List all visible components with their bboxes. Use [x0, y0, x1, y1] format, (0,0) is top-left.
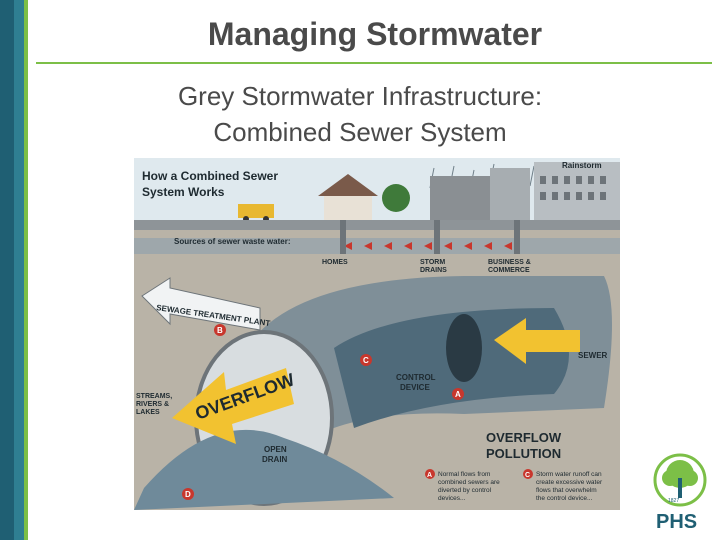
- slide-title: Managing Stormwater: [207, 16, 543, 52]
- note-c-line-3: flows that overwhelm: [536, 487, 597, 494]
- open-drain-label-2: DRAIN: [262, 455, 288, 464]
- overflow-water: [134, 429, 394, 510]
- note-a: A Normal flows from combined sewers are …: [425, 469, 500, 502]
- slide-subtitle: Grey Stormwater Infrastructure: Combined…: [60, 78, 660, 150]
- diagram-heading-line-2: System Works: [142, 185, 225, 199]
- house-roof: [318, 174, 378, 196]
- streams-label-3: LAKES: [136, 409, 160, 416]
- open-drain-label-1: OPEN: [264, 445, 287, 454]
- note-a-line-2: combined sewers are: [438, 479, 500, 486]
- storm-drains-label-2: DRAINS: [420, 267, 447, 274]
- note-c: C Storm water runoff can create excessiv…: [523, 469, 603, 502]
- control-device-label-1: CONTROL: [396, 373, 436, 382]
- sewer-flow-arrow: [494, 318, 580, 364]
- logo-text: PHS: [656, 511, 697, 532]
- title-divider: [36, 62, 712, 64]
- street: [134, 220, 620, 230]
- note-a-line-1: Normal flows from: [438, 471, 490, 478]
- subtitle-line-2: Combined Sewer System: [213, 117, 507, 147]
- note-a-line-3: diverted by control: [438, 487, 492, 494]
- left-accent-bar-teal: [14, 0, 24, 540]
- diagram-heading-line-1: How a Combined Sewer: [142, 169, 278, 183]
- overflow-pollution-label-2: POLLUTION: [486, 446, 561, 461]
- overflow-pollution-label-1: OVERFLOW: [486, 430, 562, 445]
- control-device: [446, 314, 482, 382]
- streams-label-2: RIVERS &: [136, 401, 169, 408]
- factory-building: [430, 176, 490, 220]
- note-a-marker-text: A: [427, 472, 432, 479]
- storm-drains-label-1: STORM: [420, 259, 445, 266]
- marker-a-text: A: [455, 390, 461, 399]
- marker-b: B: [214, 324, 226, 336]
- marker-a: A: [452, 388, 464, 400]
- tree: [382, 184, 410, 212]
- marker-c: C: [360, 354, 372, 366]
- rainstorm-label: Rainstorm: [562, 161, 602, 170]
- phs-logo: 1827 PHS: [648, 452, 712, 533]
- logo-year: 1827: [668, 498, 679, 504]
- treatment-plant-arrow: [141, 277, 261, 331]
- business-label-1: BUSINESS &: [488, 259, 531, 266]
- marker-c-text: C: [363, 356, 369, 365]
- truck: [238, 204, 274, 218]
- business-label-2: COMMERCE: [488, 267, 530, 274]
- combined-sewer-diagram: How a Combined Sewer System Works Rainst…: [134, 158, 620, 510]
- marker-d-text: D: [185, 490, 191, 499]
- note-a-line-4: devices...: [438, 495, 466, 502]
- building-windows: [540, 176, 606, 200]
- sewer-label: SEWER: [578, 351, 608, 360]
- sources-label: Sources of sewer waste water:: [174, 237, 291, 246]
- control-device-label-2: DEVICE: [400, 383, 430, 392]
- left-accent-bar-green: [24, 0, 28, 540]
- note-c-marker-text: C: [525, 472, 530, 479]
- city-building: [534, 162, 620, 220]
- flow-arrows: [344, 242, 512, 250]
- note-c-line-1: Storm water runoff can: [536, 471, 602, 478]
- overflow-arrow: [172, 368, 294, 444]
- office-building: [490, 168, 530, 220]
- subtitle-line-1: Grey Stormwater Infrastructure:: [177, 81, 543, 111]
- marker-d: D: [182, 488, 194, 500]
- left-accent-bar-dark: [0, 0, 14, 540]
- house: [324, 194, 372, 220]
- note-c-line-2: create excessive water: [536, 479, 603, 486]
- marker-b-text: B: [217, 326, 223, 335]
- diagram-illustration: How a Combined Sewer System Works Rainst…: [134, 158, 620, 510]
- homes-label: HOMES: [322, 259, 348, 266]
- streams-label-1: STREAMS,: [136, 393, 172, 400]
- note-c-line-4: the control device...: [536, 495, 593, 502]
- phs-tree-icon: 1827 PHS: [653, 453, 707, 533]
- lateral-pipe: [134, 238, 620, 254]
